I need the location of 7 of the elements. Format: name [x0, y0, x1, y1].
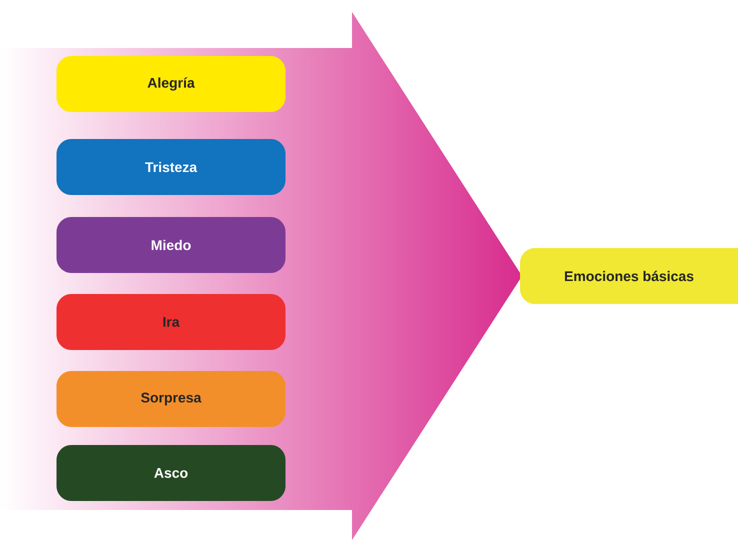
emotion-box: Ira — [56, 294, 286, 350]
emotion-box: Sorpresa — [56, 370, 286, 427]
emotion-box: Miedo — [56, 217, 286, 273]
emotion-box: Alegría — [56, 56, 286, 112]
emotion-box: Asco — [56, 444, 286, 501]
label-box: Emociones básicas — [520, 248, 738, 304]
emotion-box: Tristeza — [56, 139, 286, 195]
